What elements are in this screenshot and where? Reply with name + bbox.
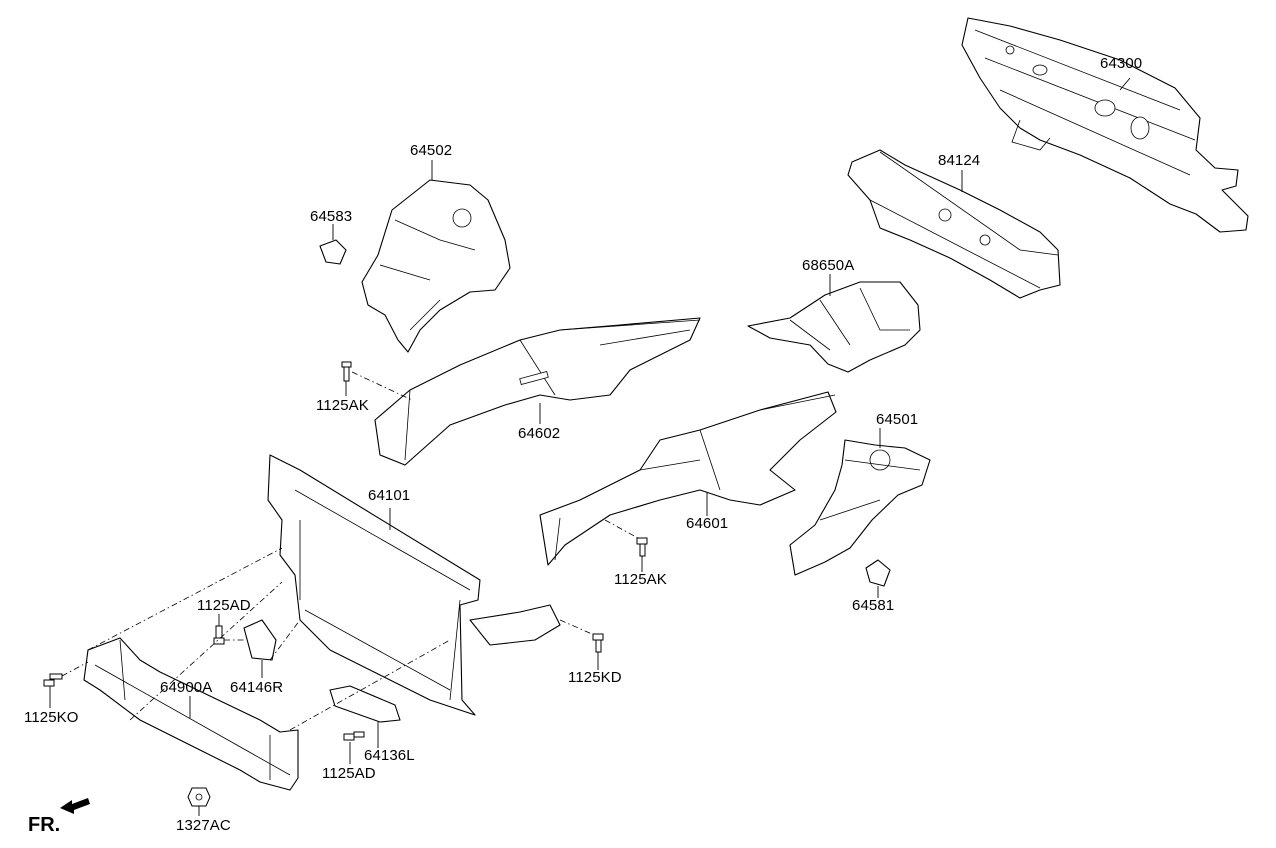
label-1327AC: 1327AC [176, 817, 231, 834]
front-arrow-icon [60, 798, 90, 814]
side-member-64601 [539, 391, 837, 566]
bracket-64146R [243, 619, 277, 678]
label-64101: 64101 [368, 487, 411, 504]
label-1125AD-top: 1125AD [197, 597, 251, 614]
bracket-64583 [319, 224, 347, 265]
assembly-lines [87, 547, 451, 731]
label-64501: 64501 [876, 411, 919, 428]
label-64581: 64581 [852, 597, 895, 614]
bolt-1125KD [559, 619, 604, 670]
side-member-64602 [374, 317, 701, 466]
label-64583: 64583 [310, 208, 353, 225]
carrier-64101 [267, 454, 561, 716]
label-1125AD-bottom: 1125AD [322, 765, 376, 782]
label-64136L: 64136L [364, 747, 415, 764]
bolt-1125AK-mid [604, 519, 648, 572]
nut-1327AC [187, 787, 211, 816]
label-68650A: 68650A [802, 257, 855, 274]
bolt-1125AK-top [341, 361, 413, 401]
label-1125KD: 1125KD [568, 669, 622, 686]
insulator-84124 [847, 149, 1061, 299]
label-64602: 64602 [518, 425, 561, 442]
bolt-1125AD-bottom [343, 731, 365, 764]
label-64502: 64502 [410, 142, 453, 159]
bolt-1125AD-top [213, 614, 244, 645]
label-1125AK-top: 1125AK [316, 397, 369, 414]
bolt-1125KO [43, 661, 89, 708]
label-64900A: 64900A [160, 679, 213, 696]
label-64146R: 64146R [230, 679, 284, 696]
bracket-64136L [329, 685, 401, 748]
label-64601: 64601 [686, 515, 729, 532]
front-direction-label: FR. [28, 814, 61, 836]
apron-64502 [361, 160, 511, 353]
cover-68650A [747, 274, 921, 373]
bracket-64581 [865, 559, 891, 598]
dash-panel-64300 [961, 17, 1249, 233]
label-84124: 84124 [938, 152, 981, 169]
label-1125KO: 1125KO [24, 709, 79, 726]
label-64300: 64300 [1100, 55, 1143, 72]
beam-64900A [83, 637, 299, 791]
apron-64501 [789, 428, 931, 576]
label-1125AK-mid: 1125AK [614, 571, 667, 588]
